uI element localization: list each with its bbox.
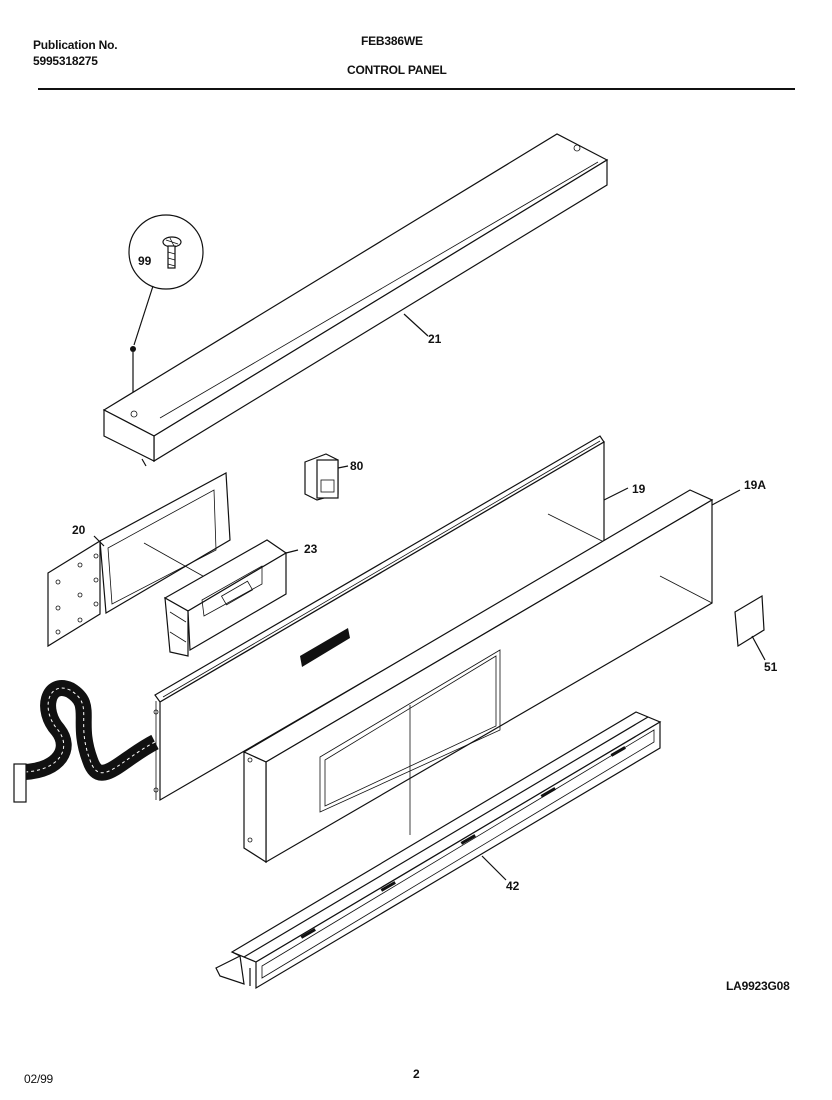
section-title: CONTROL PANEL bbox=[347, 63, 447, 77]
part-screw-detail bbox=[128, 214, 204, 392]
callout-42: 42 bbox=[506, 879, 520, 893]
part-bracket bbox=[47, 472, 231, 648]
part-ribbon-cable bbox=[13, 680, 159, 803]
drawing-code: LA9923G08 bbox=[726, 979, 790, 993]
part-vent-trim bbox=[215, 711, 662, 990]
leader-21 bbox=[403, 313, 429, 337]
callout-21: 21 bbox=[428, 332, 442, 346]
callout-23: 23 bbox=[304, 542, 318, 556]
part-clock-board bbox=[163, 539, 299, 657]
callout-80: 80 bbox=[350, 459, 364, 473]
callout-19a: 19A bbox=[744, 478, 766, 492]
callout-51: 51 bbox=[764, 660, 778, 674]
callout-19: 19 bbox=[632, 482, 646, 496]
part-panel-front bbox=[153, 435, 629, 802]
footer-date: 02/99 bbox=[24, 1072, 54, 1086]
leader-20 bbox=[93, 535, 105, 547]
callout-20: 20 bbox=[72, 523, 86, 537]
header-rule bbox=[38, 88, 795, 90]
part-label bbox=[734, 594, 766, 661]
page-number: 2 bbox=[413, 1067, 420, 1081]
publication-number: 5995318275 bbox=[33, 54, 98, 68]
part-backguard-top bbox=[102, 133, 609, 467]
callout-99: 99 bbox=[138, 254, 152, 268]
part-relay bbox=[304, 453, 349, 501]
model-number: FEB386WE bbox=[361, 34, 423, 48]
part-panel-overlay bbox=[242, 489, 741, 864]
publication-label: Publication No. bbox=[33, 38, 118, 52]
